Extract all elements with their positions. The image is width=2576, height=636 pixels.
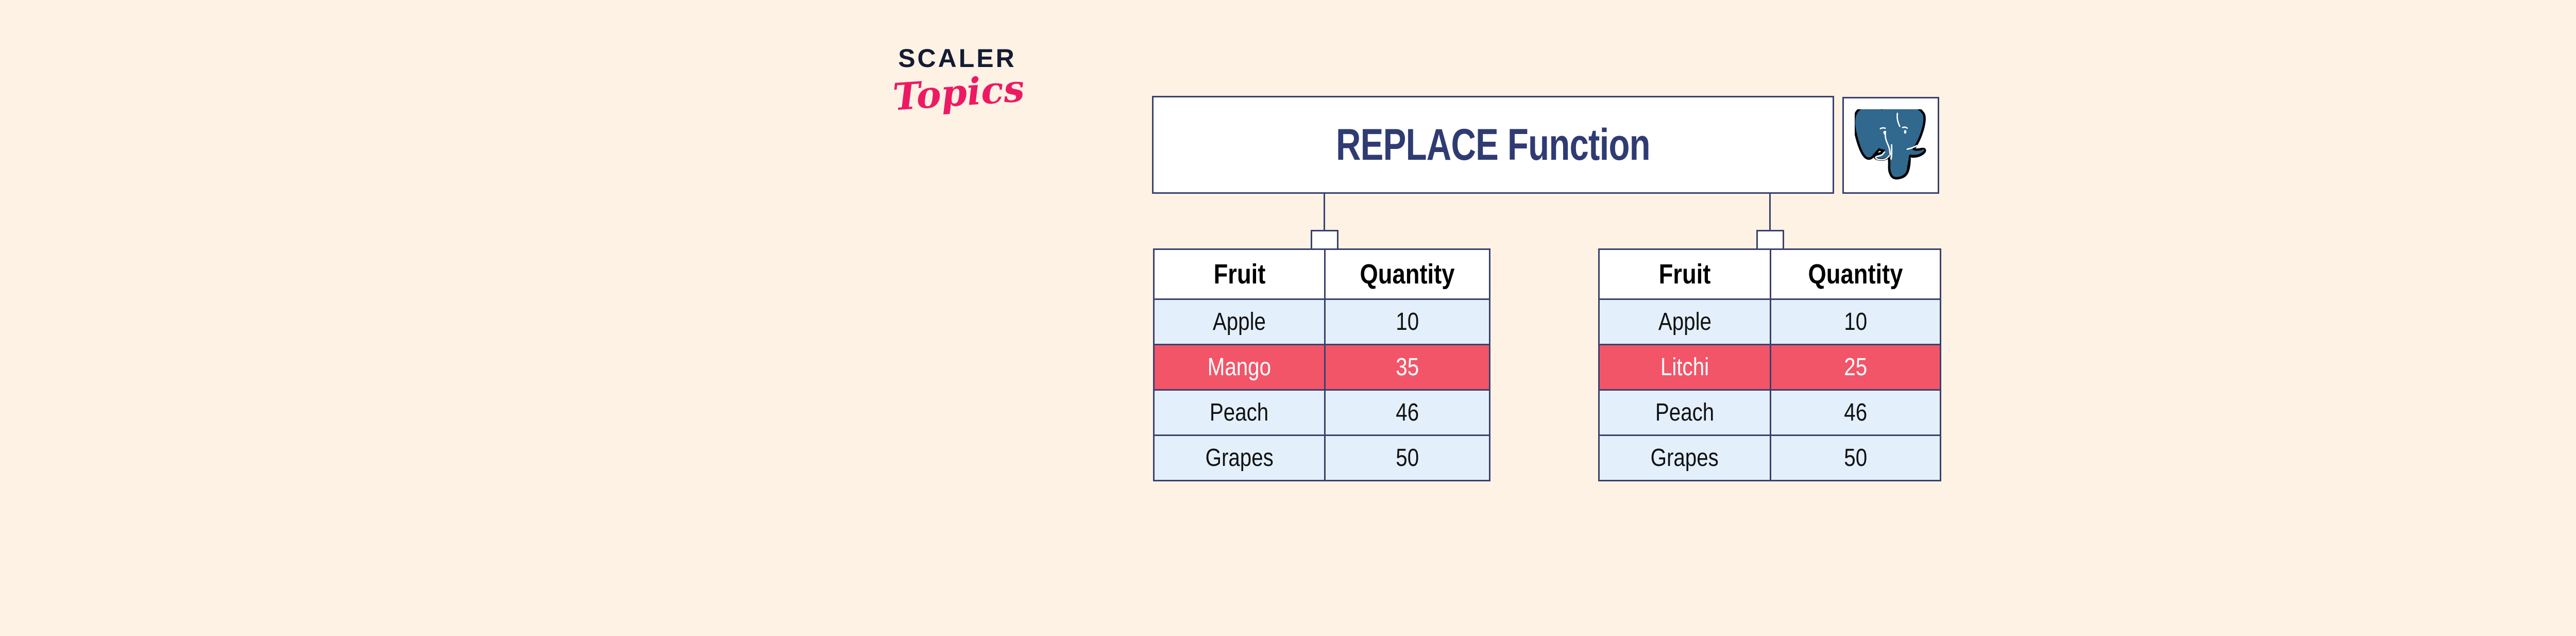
cell-fruit: Grapes (1153, 434, 1326, 481)
table-row: Apple 10 (1153, 298, 1490, 345)
cell-fruit: Grapes (1598, 434, 1771, 481)
cell-quantity: 46 (1324, 389, 1490, 436)
table-row: Grapes 50 (1598, 434, 1941, 481)
table-row-highlighted: Mango 35 (1153, 344, 1490, 391)
column-header-fruit: Fruit (1153, 248, 1326, 300)
postgresql-logo-box (1842, 97, 1939, 194)
column-header-quantity: Quantity (1324, 248, 1490, 300)
connector-line-left (1324, 194, 1325, 231)
cell-quantity: 25 (1770, 344, 1941, 391)
table-header-row: Fruit Quantity (1598, 248, 1941, 300)
title-box: REPLACE Function (1152, 96, 1834, 194)
scaler-topics-logo: SCALER Topics (891, 44, 1026, 128)
table-row: Peach 46 (1598, 389, 1941, 436)
cell-fruit: Peach (1153, 389, 1326, 436)
column-header-fruit: Fruit (1598, 248, 1771, 300)
cell-quantity: 46 (1770, 389, 1941, 436)
connector-line-right (1769, 194, 1771, 231)
table-row: Grapes 50 (1153, 434, 1490, 481)
table-row: Apple 10 (1598, 298, 1941, 345)
cell-fruit: Apple (1598, 298, 1771, 345)
table-row: Peach 46 (1153, 389, 1490, 436)
page-title: REPLACE Function (1336, 120, 1651, 170)
before-table: Fruit Quantity Apple 10 Mango 35 Peach 4… (1153, 248, 1490, 481)
cell-fruit: Peach (1598, 389, 1771, 436)
postgresql-elephant-icon (1855, 109, 1927, 181)
logo-scaler-text: SCALER (898, 44, 1016, 73)
column-header-quantity: Quantity (1770, 248, 1941, 300)
connector-tab-right (1756, 230, 1784, 250)
table-row-highlighted: Litchi 25 (1598, 344, 1941, 391)
cell-quantity: 35 (1324, 344, 1490, 391)
cell-fruit: Litchi (1598, 344, 1771, 391)
cell-fruit: Apple (1153, 298, 1326, 345)
cell-quantity: 10 (1770, 298, 1941, 345)
after-table: Fruit Quantity Apple 10 Litchi 25 Peach … (1598, 248, 1941, 481)
cell-quantity: 50 (1324, 434, 1490, 481)
cell-quantity: 50 (1770, 434, 1941, 481)
cell-fruit: Mango (1153, 344, 1326, 391)
logo-topics-text: Topics (891, 66, 1026, 119)
connector-tab-left (1311, 230, 1338, 250)
cell-quantity: 10 (1324, 298, 1490, 345)
table-header-row: Fruit Quantity (1153, 248, 1490, 300)
